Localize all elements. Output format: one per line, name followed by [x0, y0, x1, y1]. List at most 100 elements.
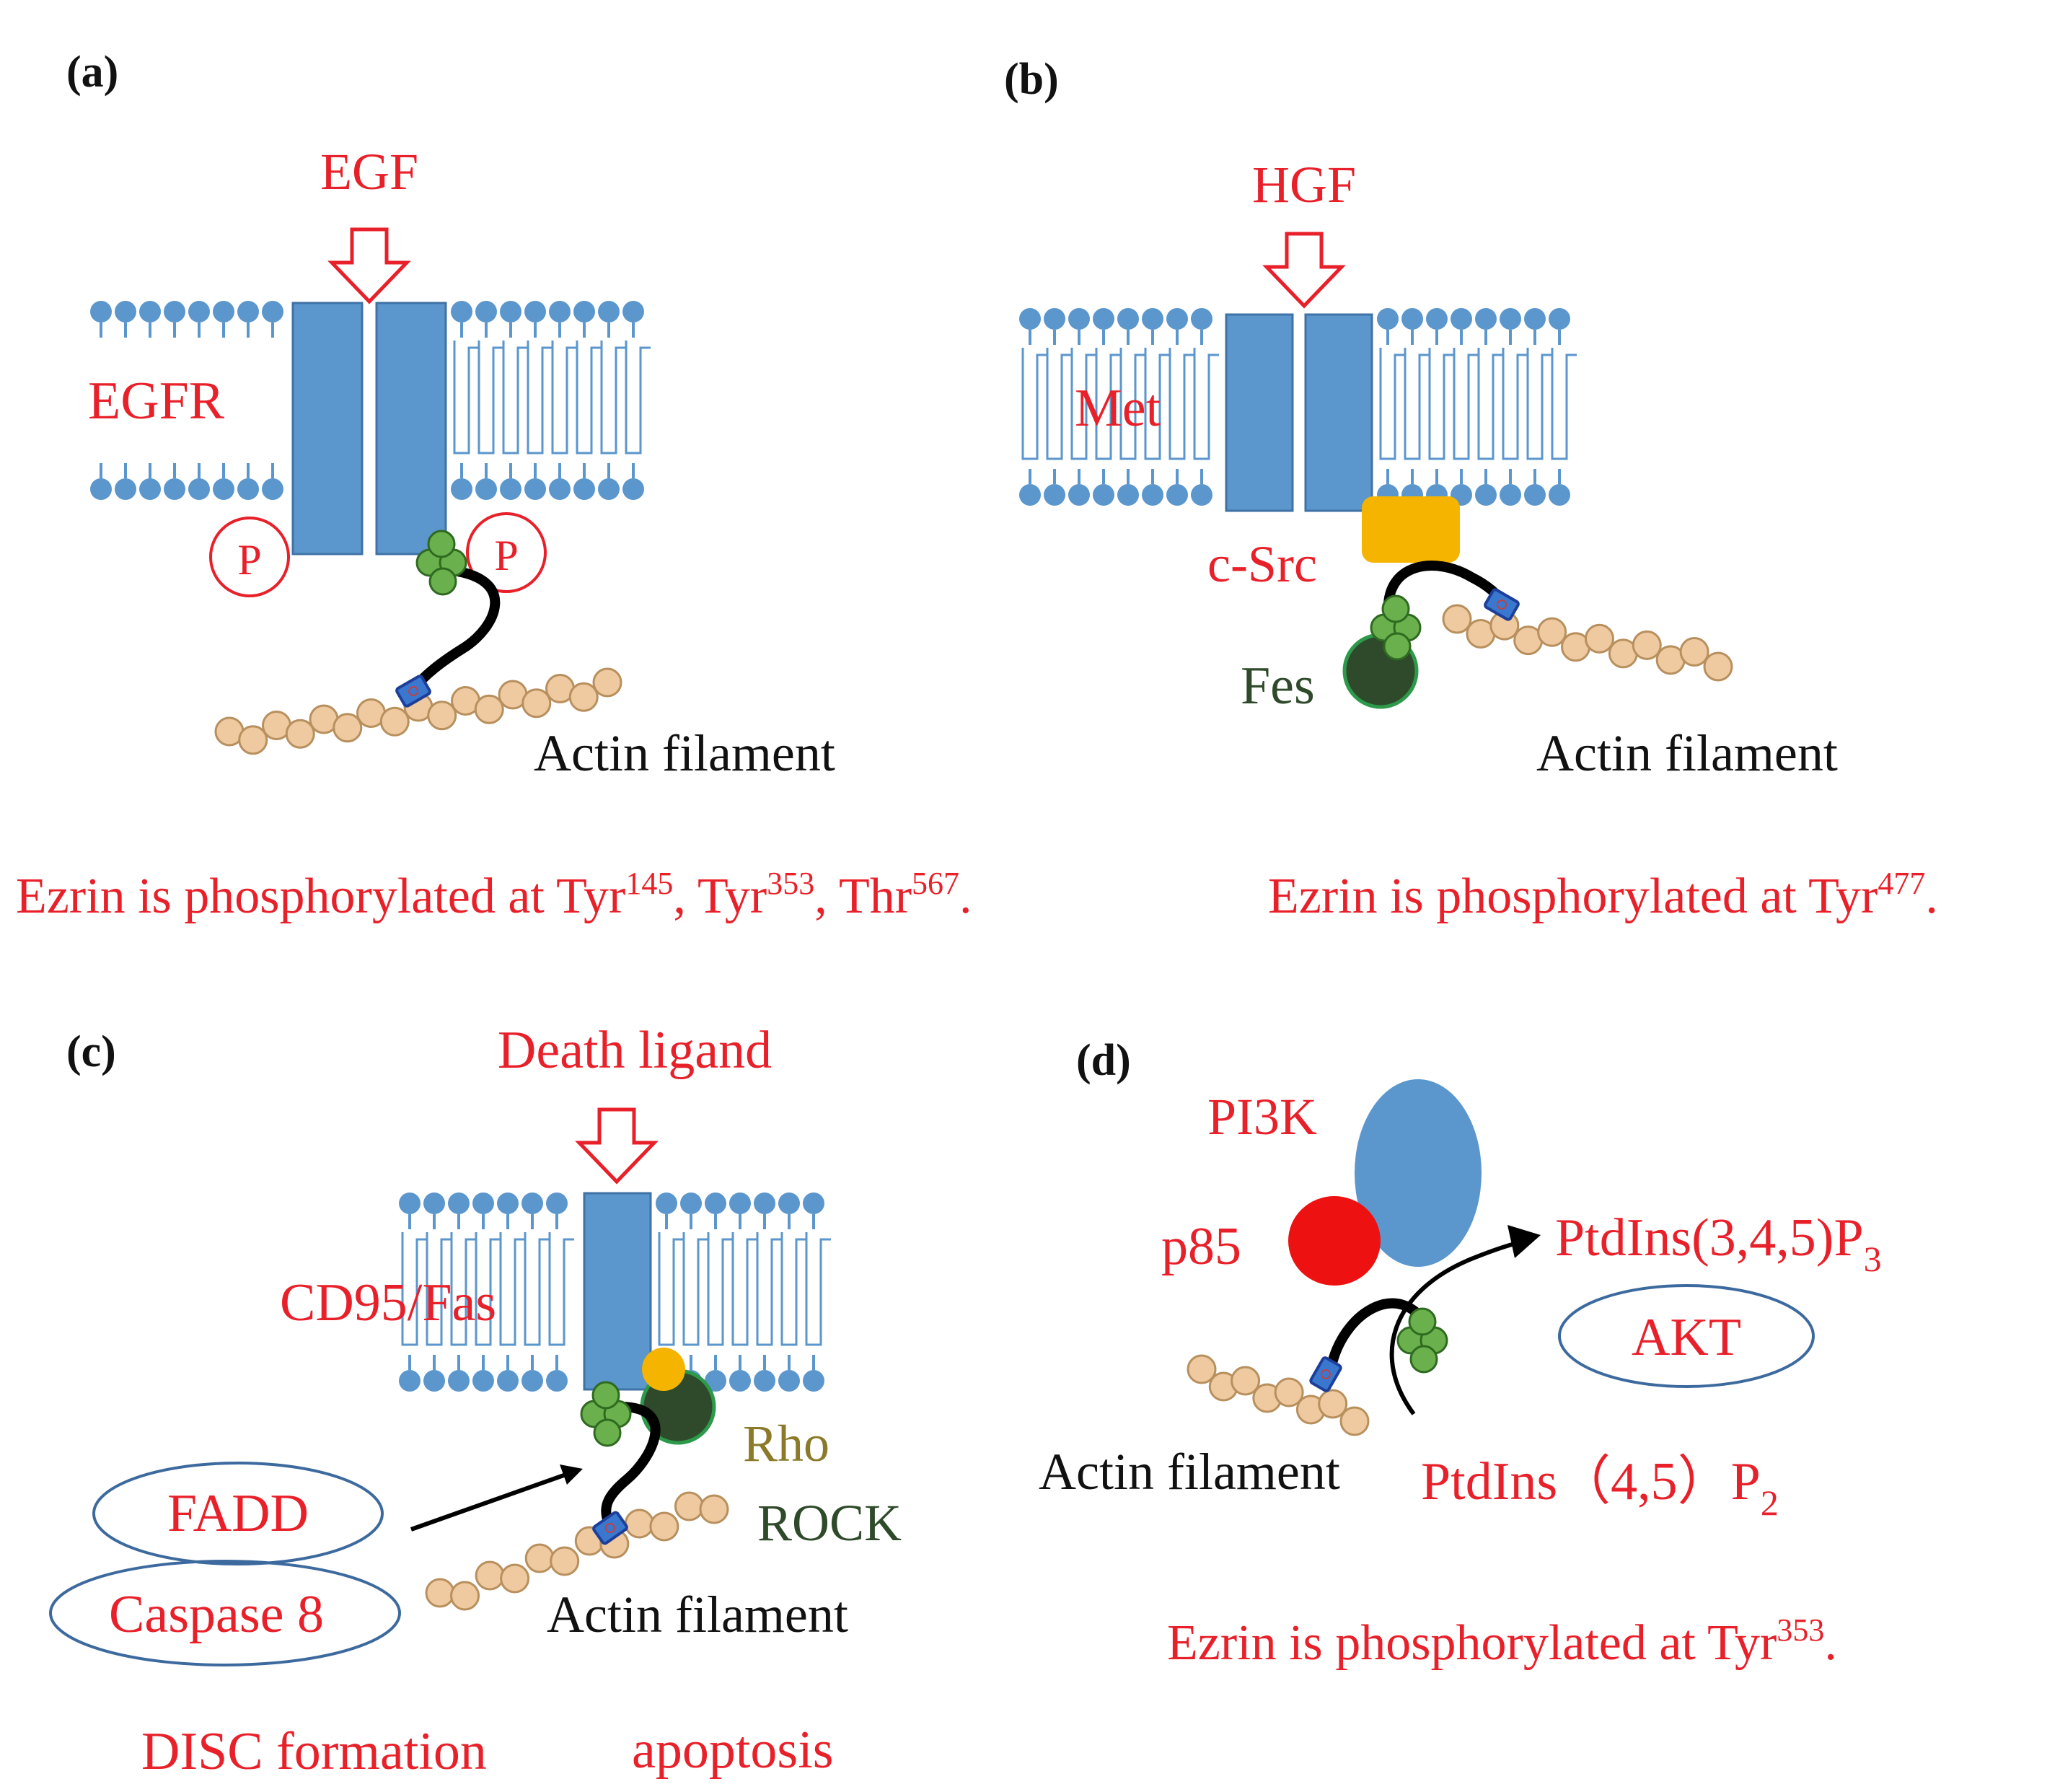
actin-bead: [521, 688, 552, 719]
lipid-head: [113, 462, 138, 501]
lipid-tail: [707, 1232, 733, 1346]
hgf-arrow: [1267, 234, 1342, 306]
actin-bead: [475, 1560, 505, 1591]
actin-label-c: Actin filament: [547, 1586, 848, 1643]
caption-a: Ezrin is phosphorylated at Tyr145, Tyr35…: [16, 866, 972, 924]
lipid-head: [545, 1353, 569, 1393]
lipid-tail: [1095, 348, 1121, 460]
actin-bead: [427, 700, 457, 731]
lipid-head: [1547, 307, 1572, 346]
death-ligand-label: Death ligand: [498, 1021, 772, 1080]
lipid-head: [703, 1191, 728, 1231]
svg-text:P: P: [237, 536, 261, 584]
actin-bead: [285, 719, 315, 749]
lipid-tail: [1193, 348, 1219, 460]
lipid-head: [113, 299, 138, 339]
actin-bead: [1442, 604, 1472, 634]
lipid-tail: [1502, 348, 1528, 460]
lipid-head: [520, 1191, 545, 1231]
actin-label-a: Actin filament: [534, 724, 835, 782]
lipid-tail: [731, 1232, 757, 1346]
lipid-head: [1165, 467, 1189, 507]
lipid-head: [1189, 307, 1214, 346]
lipid-head: [446, 1353, 471, 1393]
actin-bead: [550, 1546, 580, 1576]
phospho-right: P: [466, 512, 547, 593]
caption-d: Ezrin is phosphorylated at Tyr353.: [1167, 1612, 1837, 1671]
lipid-head: [422, 1191, 446, 1231]
actin-bead: [568, 682, 599, 712]
panel-b: (b) HGF Met c-Src Fes Actin filament Ezr…: [1004, 55, 1938, 924]
lipid-head: [446, 1191, 471, 1231]
actin-label-d: Actin filament: [1039, 1443, 1340, 1501]
death-ligand-arrow: [579, 1110, 654, 1182]
lipid-head: [474, 299, 498, 339]
actin-bead: [333, 713, 363, 743]
lipid-head: [523, 462, 547, 501]
pi3k-label: PI3K: [1207, 1088, 1317, 1146]
egfr-label: EGFR: [88, 372, 225, 431]
egf-label: EGF: [320, 143, 418, 201]
hgf-label: HGF: [1252, 156, 1356, 214]
fadd-arrow: [410, 1471, 571, 1532]
lipid-tail: [780, 1232, 806, 1346]
lipid-head: [752, 1191, 777, 1231]
lipid-head: [496, 1191, 520, 1231]
lipid-head: [138, 462, 162, 501]
c-src-label: c-Src: [1207, 535, 1317, 593]
caspase-label: Caspase 8: [109, 1585, 324, 1644]
lipid-tail: [1428, 348, 1454, 460]
actin-bead: [649, 1511, 679, 1542]
lipid-head: [597, 462, 621, 501]
pip3-label: PtdIns(3,4,5)P3: [1555, 1208, 1882, 1279]
lipid-head: [236, 299, 260, 339]
lipid-head: [449, 299, 474, 339]
actin-bead: [450, 1581, 480, 1611]
lipid-tail: [1551, 348, 1577, 460]
lipid-tail: [1453, 348, 1479, 460]
panel-c: (c) Death ligand CD95/Fas Rho ROCK FADD …: [49, 1021, 902, 1781]
actin-bead: [1584, 623, 1614, 654]
cd95-receptor: [583, 1192, 652, 1391]
lipid-head: [1067, 307, 1091, 346]
lipid-head: [777, 1191, 801, 1231]
cd95-label: CD95/Fas: [280, 1273, 496, 1332]
lipid-tail: [502, 341, 528, 454]
lipid-head: [1116, 307, 1140, 346]
fadd-label: FADD: [167, 1484, 309, 1543]
rock-label: ROCK: [757, 1494, 902, 1552]
actin-bead: [500, 1563, 530, 1594]
actin-bead: [699, 1494, 729, 1524]
actin-bead: [1632, 630, 1662, 660]
p85-protein: [1288, 1196, 1381, 1286]
actin-label-b: Actin filament: [1536, 724, 1838, 782]
lipid-head: [162, 299, 187, 339]
fadd-arrow-head: [560, 1464, 583, 1485]
pip2-label: PtdIns（4,5）P2: [1421, 1452, 1779, 1523]
lipid-tail: [1477, 348, 1503, 460]
lipid-head: [474, 462, 498, 501]
lipid-head: [621, 299, 646, 339]
actin-bead: [379, 706, 410, 737]
actin-filament-b: [1442, 604, 1733, 682]
lipid-head: [211, 299, 236, 339]
actin-bead: [1703, 651, 1733, 682]
lipid-tail: [1046, 348, 1072, 460]
caption-b: Ezrin is phosphorylated at Tyr477.: [1268, 866, 1938, 924]
lipid-head: [1140, 467, 1165, 507]
lipid-head: [1547, 467, 1572, 507]
lipid-head: [777, 1353, 801, 1393]
lipid-tail: [524, 1232, 550, 1346]
lipid-head: [236, 462, 260, 501]
actin-bead: [624, 1508, 654, 1539]
lipid-head: [654, 1191, 679, 1231]
fes-label: Fes: [1241, 656, 1315, 716]
actin-bead: [425, 1578, 455, 1608]
lipid-head: [728, 1353, 752, 1393]
lipid-head: [547, 462, 572, 501]
membrane-c: [397, 1191, 831, 1393]
lipid-head: [1498, 467, 1523, 507]
rho-protein: [642, 1348, 685, 1391]
lipid-head: [1498, 307, 1523, 346]
met-label: Met: [1075, 379, 1161, 438]
